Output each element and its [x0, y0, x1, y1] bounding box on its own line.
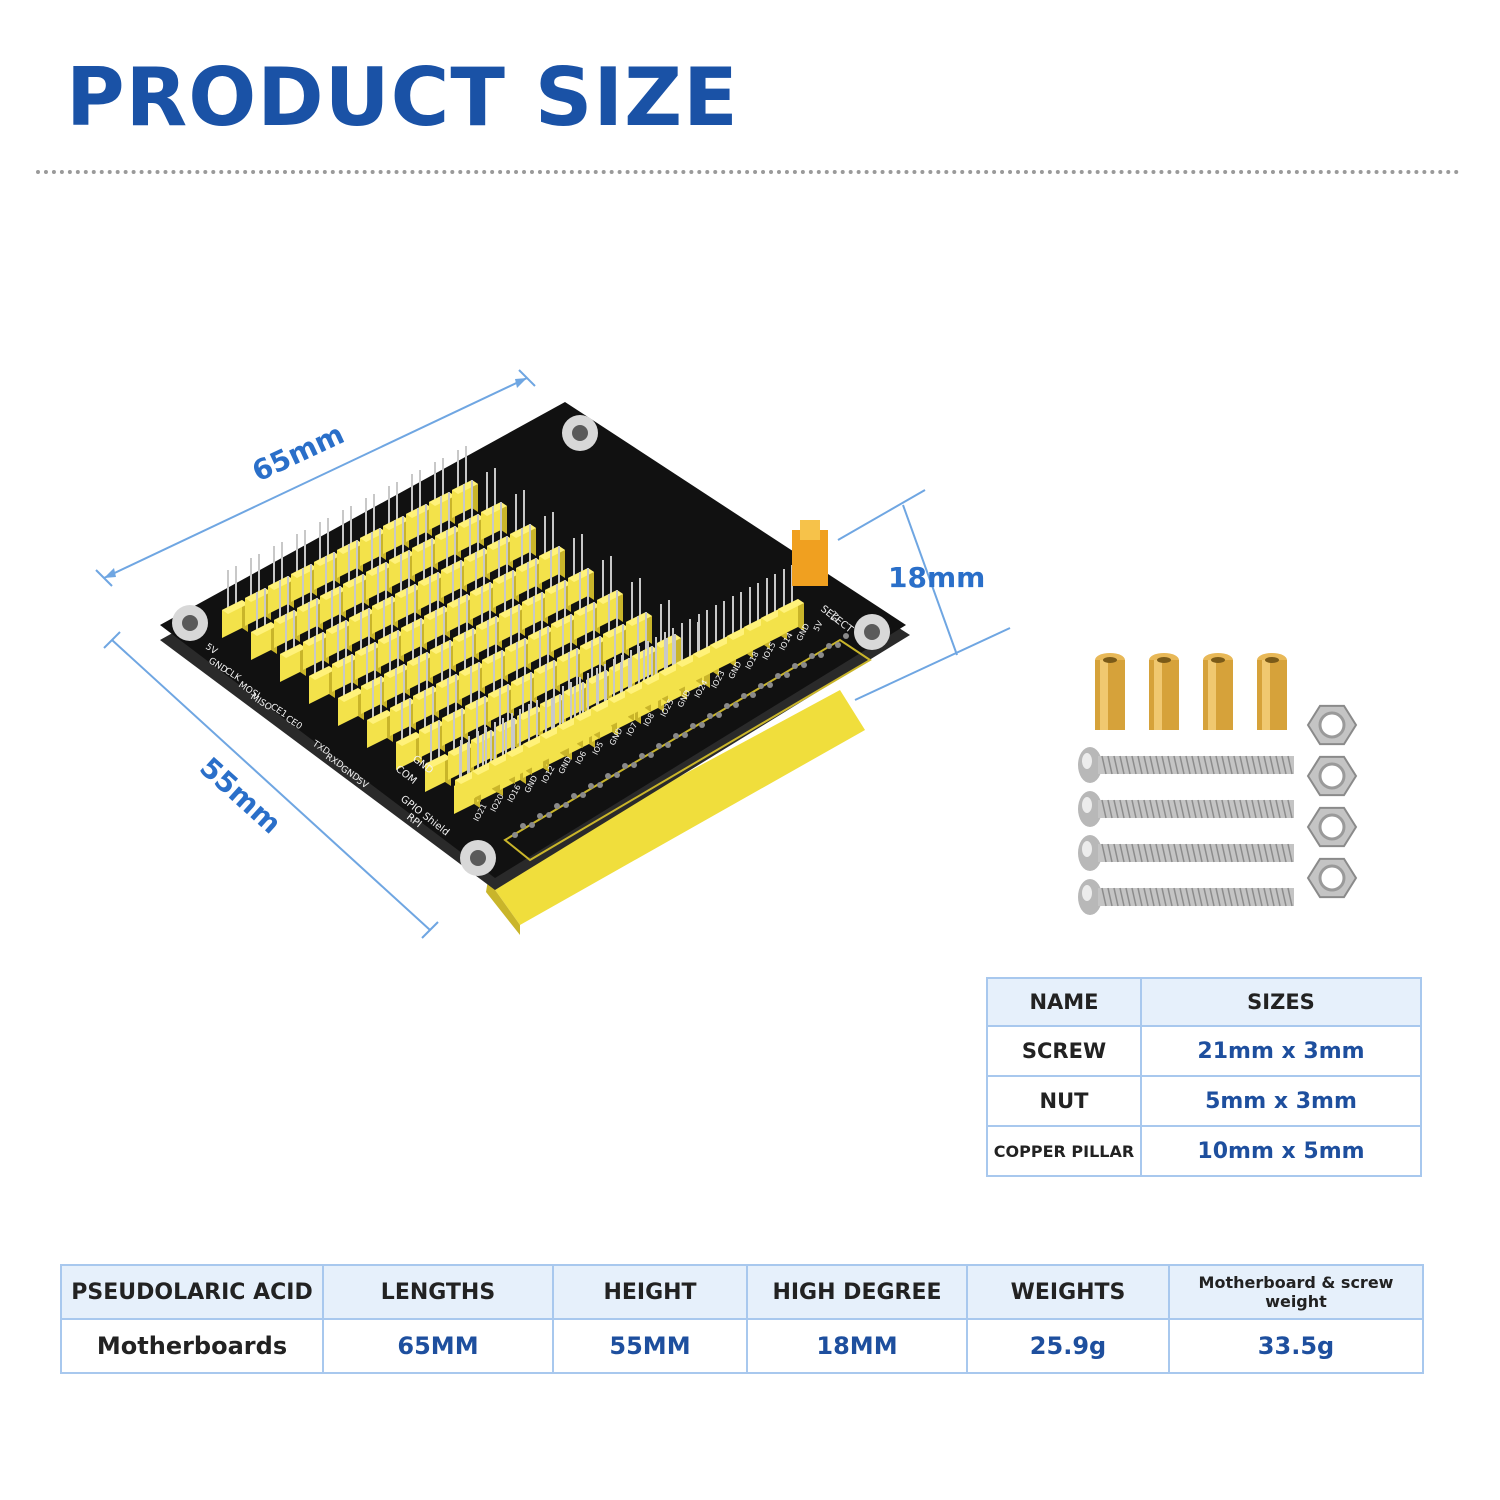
summary-header: LENGTHS	[322, 1264, 554, 1320]
sizes-name: COPPER PILLAR	[986, 1125, 1142, 1177]
screws	[1078, 747, 1294, 915]
sizes-value: 10mm x 5mm	[1140, 1125, 1422, 1177]
female-header-pins	[512, 633, 849, 838]
summary-cell: 65MM	[322, 1318, 554, 1374]
summary-cell: Motherboards	[60, 1318, 324, 1374]
copper-pillar	[1149, 653, 1179, 730]
table-row: Motherboards 65MM 55MM 18MM 25.9g 33.5g	[60, 1318, 1424, 1374]
summary-header: WEIGHTS	[966, 1264, 1170, 1320]
table-row: COPPER PILLAR 10mm x 5mm	[986, 1125, 1422, 1177]
summary-header: PSEUDOLARIC ACID	[60, 1264, 324, 1320]
sizes-header-name: NAME	[986, 977, 1142, 1027]
gpio-shield-board: 5V GND CLK MOSI MISO CE1 CE0 TXD RXD GND…	[160, 402, 910, 935]
screw	[1078, 791, 1294, 827]
pin-header-blocks	[222, 446, 804, 814]
summary-header: HIGH DEGREE	[746, 1264, 968, 1320]
sizes-name: SCREW	[986, 1025, 1142, 1077]
header-block	[551, 580, 577, 652]
header-block	[528, 592, 554, 664]
sizes-table: NAME SIZES SCREW 21mm x 3mm NUT 5mm x 3m…	[986, 977, 1422, 1177]
copper-pillar	[1095, 653, 1125, 730]
header-block	[510, 490, 536, 562]
header-block	[222, 566, 248, 638]
sizes-value: 5mm x 3mm	[1140, 1075, 1422, 1127]
nuts	[1306, 704, 1358, 899]
summary-cell: 25.9g	[966, 1318, 1170, 1374]
copper-pillar	[1203, 653, 1233, 730]
header-block	[245, 554, 271, 626]
nut	[1306, 806, 1358, 848]
nut	[1306, 857, 1358, 899]
summary-cell: 18MM	[746, 1318, 968, 1374]
copper-pillar	[1257, 653, 1287, 730]
screw	[1078, 879, 1294, 915]
header-block	[367, 676, 393, 748]
nut	[1306, 755, 1358, 797]
width-label: 55mm	[193, 751, 287, 841]
height-label: 18mm	[888, 561, 985, 594]
summary-cell: 55MM	[552, 1318, 748, 1374]
header-block	[320, 552, 346, 624]
sizes-header-sizes: SIZES	[1140, 977, 1422, 1027]
table-row: SCREW 21mm x 3mm	[986, 1025, 1422, 1077]
summary-header: HEIGHT	[552, 1264, 748, 1320]
nut	[1306, 704, 1358, 746]
mounting-holes	[172, 415, 890, 876]
screw	[1078, 747, 1294, 783]
screw	[1078, 835, 1294, 871]
length-label: 65mm	[247, 417, 349, 488]
summary-table: PSEUDOLARIC ACID LENGTHS HEIGHT HIGH DEG…	[60, 1264, 1424, 1374]
sizes-value: 21mm x 3mm	[1140, 1025, 1422, 1077]
summary-header: Motherboard & screw weight	[1168, 1264, 1424, 1320]
copper-pillars	[1095, 653, 1287, 730]
sizes-name: NUT	[986, 1075, 1142, 1127]
dotted-divider	[36, 170, 1460, 174]
header-block	[597, 556, 623, 628]
height-dimension: 18mm	[837, 489, 1011, 701]
summary-cell: 33.5g	[1168, 1318, 1424, 1374]
product-illustration: 65mm 55mm 18mm	[95, 369, 1358, 939]
table-row: NUT 5mm x 3mm	[986, 1075, 1422, 1127]
page-title: PRODUCT SIZE	[66, 51, 739, 144]
